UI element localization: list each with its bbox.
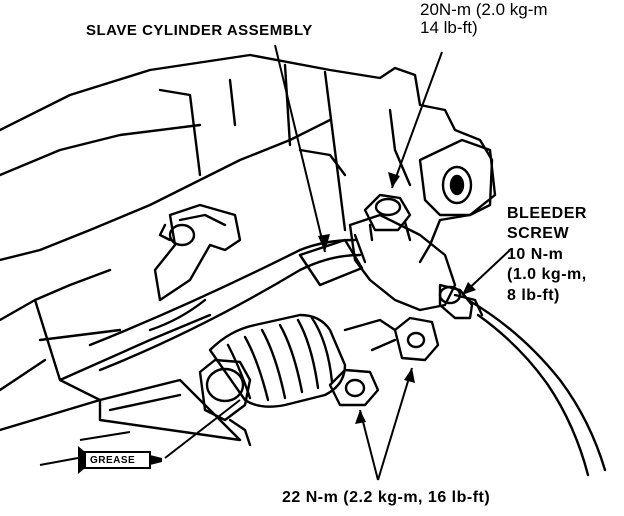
bleeder-line4: (1.0 kg-m,	[507, 266, 587, 284]
grease-leader	[164, 399, 241, 459]
lower-bracket	[98, 378, 242, 442]
fluid-line-upper	[88, 238, 362, 372]
mounting-bolt-right	[393, 316, 440, 362]
lower-flange	[343, 318, 397, 332]
bleeder-line3: 10 N-m	[507, 245, 564, 263]
upper-bolt-torque-line1: 20N-m (2.0 kg-m	[420, 0, 548, 19]
slave-cylinder-label: SLAVE CYLINDER ASSEMBLY	[86, 22, 313, 39]
bleeder-screw	[438, 283, 484, 320]
upper-bolt	[363, 193, 412, 242]
pushrod-clevis	[198, 358, 252, 447]
leader-arrowheads	[318, 172, 476, 424]
mounting-bolt-left	[328, 368, 380, 407]
upper-bolt-leader	[391, 51, 443, 189]
release-fork-bracket	[153, 203, 242, 302]
bleeder-screw-label: BLEEDER SCREW 10 N-m (1.0 kg-m, 8 lb-ft)	[507, 204, 587, 306]
lower-bolt-leader-right	[377, 367, 413, 481]
upper-bolt-torque-line2: 14 lb-ft)	[420, 18, 478, 38]
bleeder-hose	[466, 298, 607, 477]
slave-cylinder-leader	[274, 44, 326, 253]
upper-bolt-torque-label: 20N-m (2.0 kg-m 14 lb-ft)	[420, 0, 548, 38]
grease-tube-icon	[39, 431, 162, 474]
grease-label: GREASE	[90, 455, 136, 466]
mounting-boss	[418, 138, 497, 217]
lower-bolts-torque-label: 22 N-m (2.2 kg-m, 16 lb-ft)	[282, 489, 491, 506]
bleeder-line2: SCREW	[507, 225, 570, 243]
bleeder-line1: BLEEDER	[507, 205, 587, 222]
bleeder-line5: 8 lb-ft)	[507, 286, 560, 304]
